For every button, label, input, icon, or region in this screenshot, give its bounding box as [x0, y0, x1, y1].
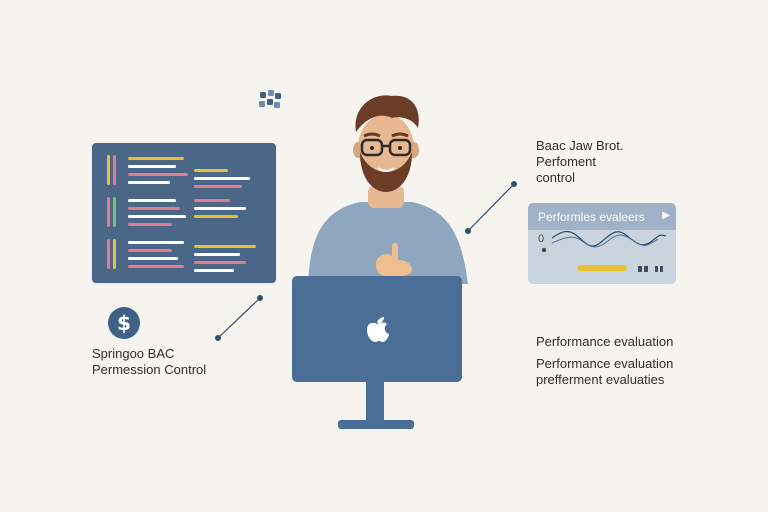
right-bottom-label-line1: Performance evaluation [536, 334, 674, 349]
performance-card-title: Performles evaleers [538, 210, 645, 224]
code-editor-panel [92, 143, 276, 283]
left-label-line1: Springoo BAC [92, 346, 175, 361]
performance-card-zero-label: 0 [538, 233, 545, 245]
apple-logo-icon [367, 317, 389, 342]
connector-line-right [465, 181, 517, 234]
monitor-base [338, 420, 414, 429]
right-bottom-label-line3: prefferment evaluaties [536, 372, 665, 387]
code-lines-graphic [107, 155, 256, 272]
left-label-line2: Permession Control [92, 362, 207, 377]
right-top-label-line2: Perfoment [536, 154, 596, 169]
developer-person-illustration [308, 95, 468, 284]
monitor-stand [366, 382, 384, 422]
cluster-icon [259, 90, 281, 108]
performance-progress-bar [577, 265, 627, 271]
connector-line-left [215, 295, 263, 341]
monitor [292, 276, 462, 382]
right-top-label-line3: control [536, 170, 576, 185]
right-top-label-line1: Baac Jaw Brot. [536, 138, 624, 153]
dollar-icon: $ [108, 307, 140, 339]
performance-card: Performles evaleers ▶ 0 [528, 203, 676, 284]
performance-wave-graphic [541, 230, 667, 272]
right-bottom-label-line2: Performance evaluation [536, 356, 674, 371]
performance-card-header [528, 203, 676, 230]
play-arrow-icon: ▶ [662, 210, 670, 221]
